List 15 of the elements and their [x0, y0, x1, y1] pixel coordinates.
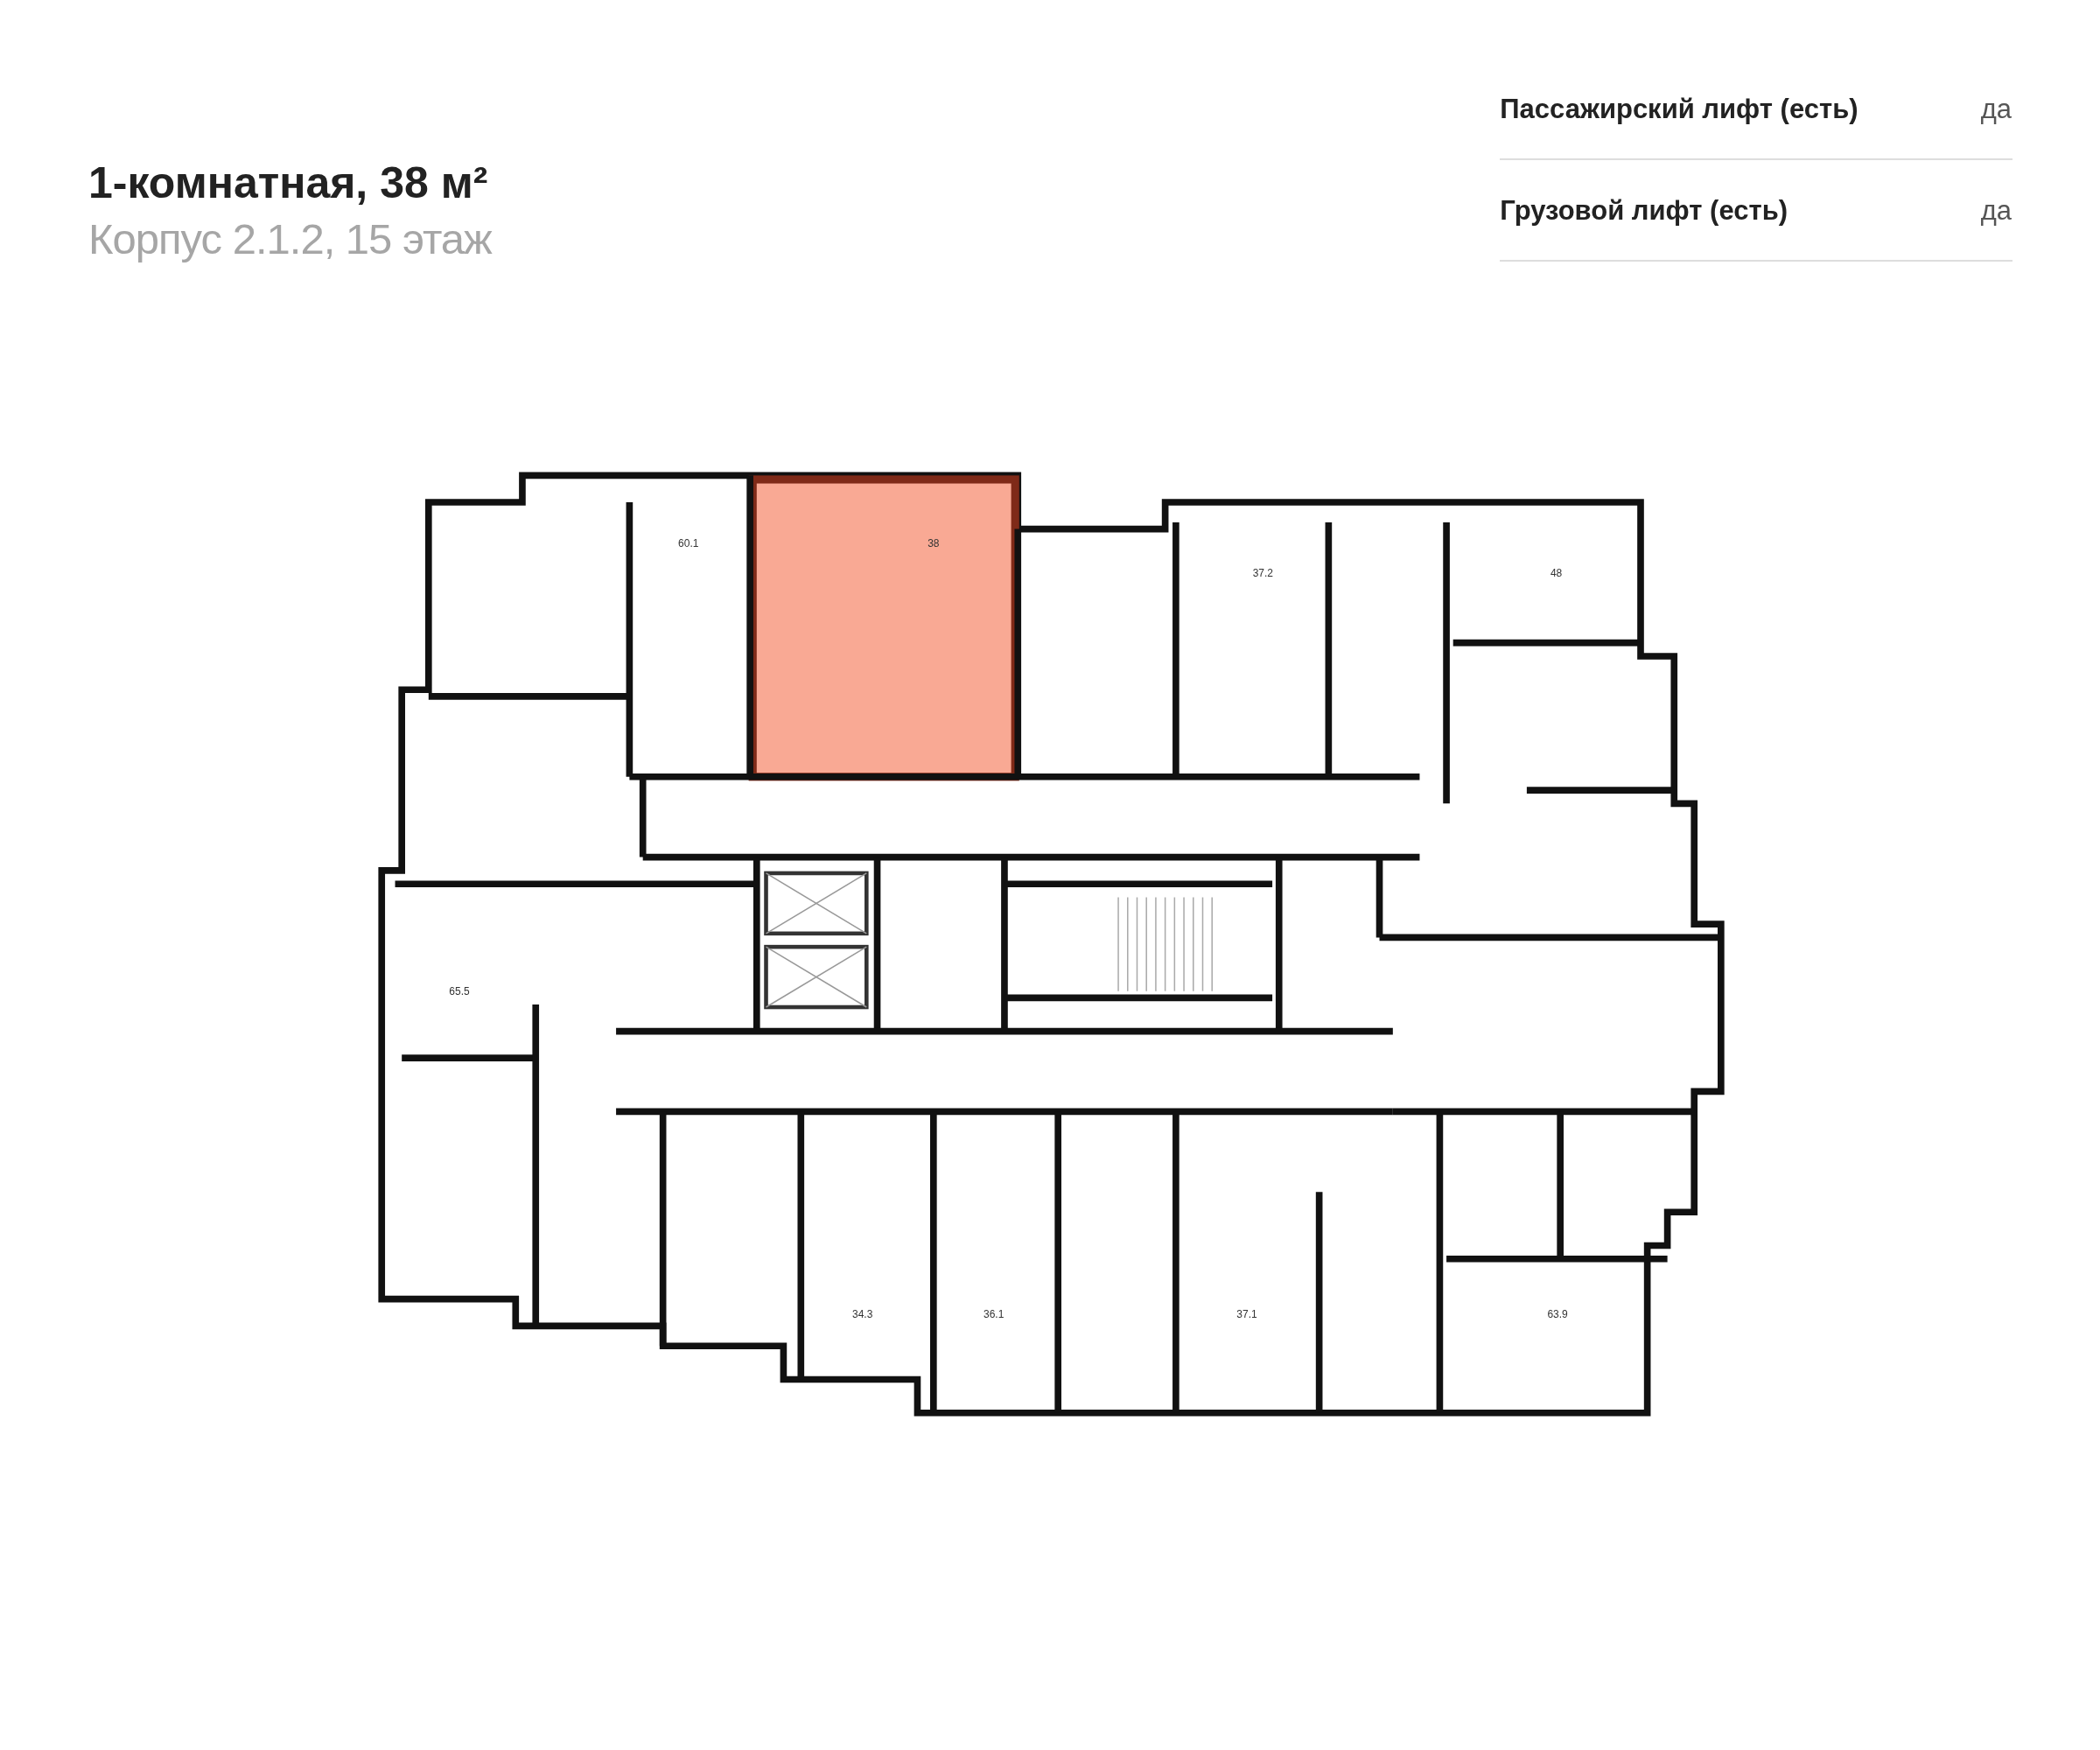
- feature-name: Грузовой лифт (есть): [1500, 195, 1788, 228]
- area-label: 60.1: [678, 537, 699, 550]
- feature-value: да: [1980, 195, 2012, 228]
- area-label: 38: [928, 537, 940, 550]
- area-label: 36.1: [984, 1307, 1004, 1320]
- area-label: 37.2: [1252, 567, 1274, 580]
- area-label: 48: [1550, 567, 1563, 580]
- area-label: 63.9: [1547, 1307, 1568, 1320]
- feature-name: Пассажирский лифт (есть): [1500, 94, 1858, 126]
- apartment-title: 1-комнатная, 38 м²: [88, 158, 488, 208]
- area-label: 65.5: [449, 984, 470, 998]
- feature-value: да: [1980, 94, 2012, 126]
- area-label: 37.1: [1236, 1307, 1257, 1320]
- area-label: 34.3: [852, 1307, 873, 1320]
- building-floor-subtitle: Корпус 2.1.2, 15 этаж: [88, 214, 492, 263]
